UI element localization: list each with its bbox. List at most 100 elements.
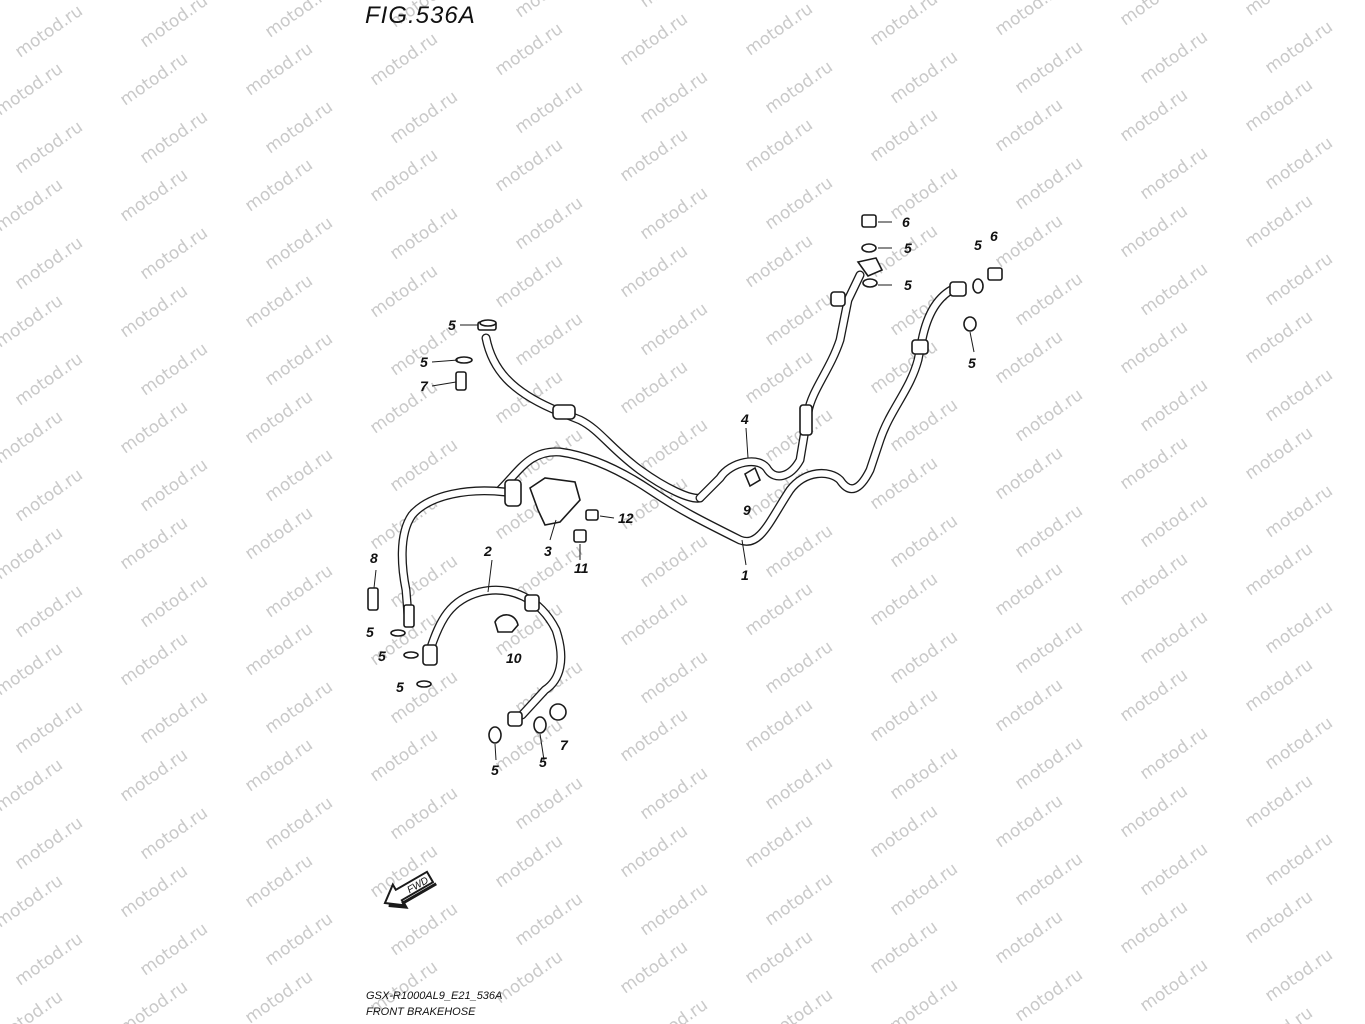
watermark-text: motod.ru <box>491 135 566 196</box>
callout-5-l-b: 5 <box>378 648 386 664</box>
watermark-text: motod.ru <box>1241 0 1316 20</box>
watermark-text: motod.ru <box>636 647 711 708</box>
watermark-text: motod.ru <box>761 637 836 698</box>
watermark-text: motod.ru <box>761 0 836 2</box>
callout-8: 8 <box>370 550 378 566</box>
watermark-text: motod.ru <box>261 329 336 390</box>
watermark-text: motod.ru <box>241 735 316 796</box>
watermark-text: motod.ru <box>511 309 586 370</box>
watermark-text: motod.ru <box>511 889 586 950</box>
watermark-text: motod.ru <box>1011 849 1086 910</box>
watermark-text: motod.ru <box>761 753 836 814</box>
watermark-text: motod.ru <box>1116 433 1191 494</box>
watermark-text: motod.ru <box>1116 897 1191 958</box>
watermark-text: motod.ru <box>616 9 691 70</box>
watermark-text: motod.ru <box>991 675 1066 736</box>
watermark-text: motod.ru <box>261 793 336 854</box>
watermark-text: motod.ru <box>0 639 67 700</box>
watermark-text: motod.ru <box>1241 191 1316 252</box>
watermark-text: motod.ru <box>11 1 86 62</box>
watermark-text: motod.ru <box>1261 249 1336 310</box>
watermark-text: motod.ru <box>1261 597 1336 658</box>
washer-5-bottom-b <box>533 716 547 734</box>
watermark-text: motod.ru <box>1116 317 1191 378</box>
watermark-text: motod.ru <box>741 927 816 988</box>
callout-1: 1 <box>741 567 749 583</box>
watermark-text: motod.ru <box>11 465 86 526</box>
watermark-text: motod.ru <box>616 937 691 998</box>
watermark-text: motod.ru <box>1261 945 1336 1006</box>
watermark-text: motod.ru <box>886 975 961 1024</box>
watermark-text: motod.ru <box>386 435 461 496</box>
watermark-text: motod.ru <box>0 407 67 468</box>
watermark-text: motod.ru <box>136 339 211 400</box>
watermark-text: motod.ru <box>1136 839 1211 900</box>
watermark-text: motod.ru <box>136 107 211 168</box>
watermark-text: motod.ru <box>0 987 67 1024</box>
hose-joint-upper-left <box>552 404 576 420</box>
watermark-text: motod.ru <box>136 455 211 516</box>
watermark-text: motod.ru <box>241 39 316 100</box>
watermark-text: motod.ru <box>366 29 441 90</box>
watermark-text: motod.ru <box>0 291 67 352</box>
callout-6-right: 6 <box>990 228 998 244</box>
watermark-text: motod.ru <box>511 0 586 22</box>
watermark-text: motod.ru <box>366 145 441 206</box>
watermark-text: motod.ru <box>1241 887 1316 948</box>
watermark-text: motod.ru <box>0 523 67 584</box>
watermark-text: motod.ru <box>366 261 441 322</box>
washer-5-l-a <box>390 629 406 637</box>
callout-7-lower: 7 <box>560 737 569 753</box>
watermark-text: motod.ru <box>866 917 941 978</box>
watermark-text: motod.ru <box>761 985 836 1024</box>
footer-model-code: GSX-R1000AL9_E21_536A <box>366 990 503 1002</box>
bolt-6-right <box>987 267 1003 281</box>
watermark-text: motod.ru <box>991 327 1066 388</box>
watermark-text: motod.ru <box>636 995 711 1024</box>
watermark-text: motod.ru <box>761 57 836 118</box>
watermark-text: motod.ru <box>241 967 316 1024</box>
callout-5-right-a: 5 <box>974 237 982 253</box>
footer-section-name: FRONT BRAKEHOSE <box>366 1006 476 1018</box>
watermark-text: motod.ru <box>116 165 191 226</box>
watermark-text: motod.ru <box>616 125 691 186</box>
callout-5-bottom-a: 5 <box>491 762 499 778</box>
callout-4: 4 <box>740 411 749 427</box>
watermark-text: motod.ru <box>761 173 836 234</box>
watermark-text: motod.ru <box>491 19 566 80</box>
watermark-text: motod.ru <box>886 511 961 572</box>
watermark-text: motod.ru <box>241 503 316 564</box>
watermark-text: motod.ru <box>1261 829 1336 890</box>
watermark-text: motod.ru <box>136 919 211 980</box>
watermark-text: motod.ru <box>1241 539 1316 600</box>
watermark-text: motod.ru <box>1261 481 1336 542</box>
watermark-text: motod.ru <box>116 49 191 110</box>
bracket-3 <box>529 477 581 526</box>
watermark-text: motod.ru <box>261 445 336 506</box>
callouts: 1 2 3 4 5 5 5 5 5 5 5 5 5 5 5 6 6 7 7 8 … <box>366 214 998 778</box>
watermark-text: motod.ru <box>616 589 691 650</box>
washer-5-top-a <box>861 243 877 253</box>
watermark-text: motod.ru <box>886 859 961 920</box>
watermark-text: motod.ru <box>1261 365 1336 426</box>
watermark-text: motod.ru <box>866 685 941 746</box>
clamp-10 <box>494 614 519 633</box>
watermark-text: motod.ru <box>636 531 711 592</box>
watermark-text: motod.ru <box>11 929 86 990</box>
hose-joint-center <box>504 479 522 507</box>
watermark-text: motod.ru <box>1241 1003 1316 1024</box>
callout-5-ul-b: 5 <box>420 354 428 370</box>
brake-hose-left <box>397 486 510 620</box>
washer-5-top-b <box>862 278 878 288</box>
fitting-hose2-top <box>524 594 540 612</box>
watermark-text: motod.ru <box>386 667 461 728</box>
watermark-text: motod.ru <box>741 115 816 176</box>
callout-5-l-c: 5 <box>396 679 404 695</box>
watermark-text: motod.ru <box>386 783 461 844</box>
watermark-text: motod.ru <box>616 705 691 766</box>
watermark-text: motod.ru <box>511 193 586 254</box>
watermark-text: motod.ru <box>1116 665 1191 726</box>
watermark-text: motod.ru <box>866 105 941 166</box>
watermark-text: motod.ru <box>886 163 961 224</box>
watermark-text: motod.ru <box>991 211 1066 272</box>
